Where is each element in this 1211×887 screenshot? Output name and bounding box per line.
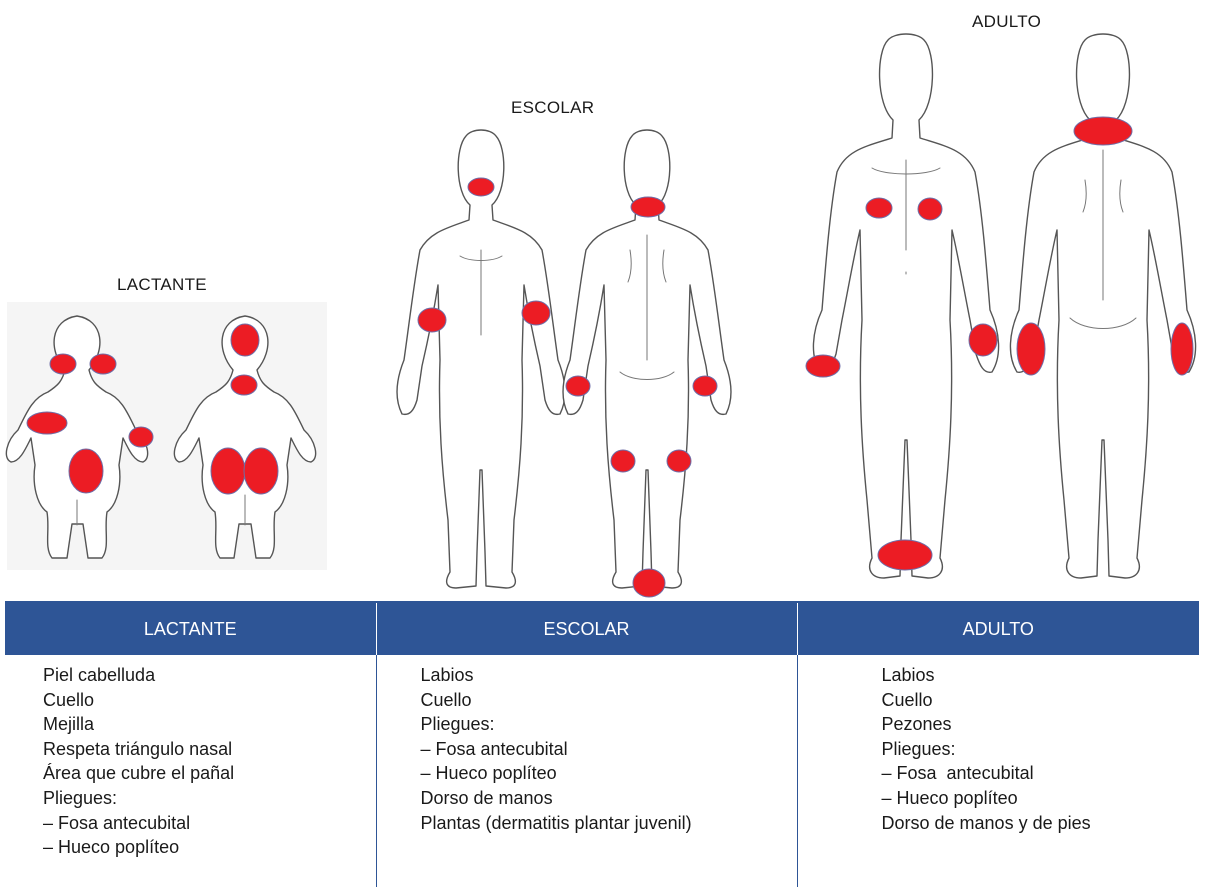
body-figures-illustration <box>0 0 1211 600</box>
lesion-school-neck <box>631 197 665 217</box>
header-infant: LACTANTE <box>5 602 376 655</box>
list-item: Piel cabelluda <box>43 663 376 688</box>
list-item: – Hueco poplíteo <box>43 835 376 860</box>
lesion-infant-neck <box>231 375 257 395</box>
list-item: Dorso de manos <box>421 786 797 811</box>
adult-front-figure <box>813 34 998 578</box>
lesion-adult-hand-left <box>806 355 840 377</box>
lesion-infant-right-cheek <box>90 354 116 374</box>
affected-sites-table: LACTANTE ESCOLAR ADULTO Piel cabelluda C… <box>5 601 1199 887</box>
list-item: Pliegues: <box>421 712 797 737</box>
lesion-adult-popliteal-left <box>1017 323 1045 375</box>
list-item: Dorso de manos y de pies <box>882 811 1200 836</box>
header-adult: ADULTO <box>797 602 1199 655</box>
list-item: Área que cubre el pañal <box>43 761 376 786</box>
lesion-school-sole <box>633 569 665 597</box>
list-item: Labios <box>882 663 1200 688</box>
lesion-adult-nipple-right <box>918 198 942 220</box>
adult-sites-cell: Labios Cuello Pezones Pliegues: – Fosa a… <box>797 655 1199 887</box>
list-item: Pliegues: <box>43 786 376 811</box>
lesion-school-lips <box>468 178 494 196</box>
list-item: Labios <box>421 663 797 688</box>
lesion-infant-popliteal-right <box>244 448 278 494</box>
lesion-school-antecubital-right <box>522 301 550 325</box>
school-age-sites-cell: Labios Cuello Pliegues: – Fosa antecubit… <box>376 655 797 887</box>
lesion-infant-popliteal-left <box>211 448 245 494</box>
lesion-school-hand-left <box>566 376 590 396</box>
table-header-row: LACTANTE ESCOLAR ADULTO <box>5 602 1199 655</box>
header-school-age: ESCOLAR <box>376 602 797 655</box>
adult-back-figure <box>1010 34 1195 578</box>
infant-sites-cell: Piel cabelluda Cuello Mejilla Respeta tr… <box>5 655 376 887</box>
list-item: – Fosa antecubital <box>421 737 797 762</box>
school-age-sites-list: Labios Cuello Pliegues: – Fosa antecubit… <box>421 663 797 835</box>
lesion-school-hand-right <box>693 376 717 396</box>
lesion-infant-left-cheek <box>50 354 76 374</box>
list-item: Pliegues: <box>882 737 1200 762</box>
lesion-infant-scalp <box>231 324 259 356</box>
infant-front-figure <box>6 316 147 558</box>
lesion-adult-hand-right <box>969 324 997 356</box>
list-item: Cuello <box>421 688 797 713</box>
infant-sites-list: Piel cabelluda Cuello Mejilla Respeta tr… <box>43 663 376 860</box>
lesion-infant-arm <box>129 427 153 447</box>
lesion-adult-feet <box>878 540 932 570</box>
lesion-adult-popliteal-right <box>1171 323 1193 375</box>
lesion-school-popliteal-right <box>667 450 691 472</box>
list-item: Plantas (dermatitis plantar juvenil) <box>421 811 797 836</box>
lesion-school-antecubital-left <box>418 308 446 332</box>
adult-sites-list: Labios Cuello Pezones Pliegues: – Fosa a… <box>882 663 1200 835</box>
list-item: – Hueco poplíteo <box>882 786 1200 811</box>
list-item: Mejilla <box>43 712 376 737</box>
school-front-figure <box>397 130 565 588</box>
list-item: Cuello <box>43 688 376 713</box>
lesion-school-popliteal-left <box>611 450 635 472</box>
list-item: Respeta triángulo nasal <box>43 737 376 762</box>
list-item: Pezones <box>882 712 1200 737</box>
lesion-infant-diaper-area <box>69 449 103 493</box>
list-item: – Hueco poplíteo <box>421 761 797 786</box>
list-item: Cuello <box>882 688 1200 713</box>
lesion-infant-antecubital <box>27 412 67 434</box>
list-item: – Fosa antecubital <box>882 761 1200 786</box>
list-item: – Fosa antecubital <box>43 811 376 836</box>
lesion-adult-neck <box>1074 117 1132 145</box>
lesion-adult-nipple-left <box>866 198 892 218</box>
table-body-row: Piel cabelluda Cuello Mejilla Respeta tr… <box>5 655 1199 887</box>
